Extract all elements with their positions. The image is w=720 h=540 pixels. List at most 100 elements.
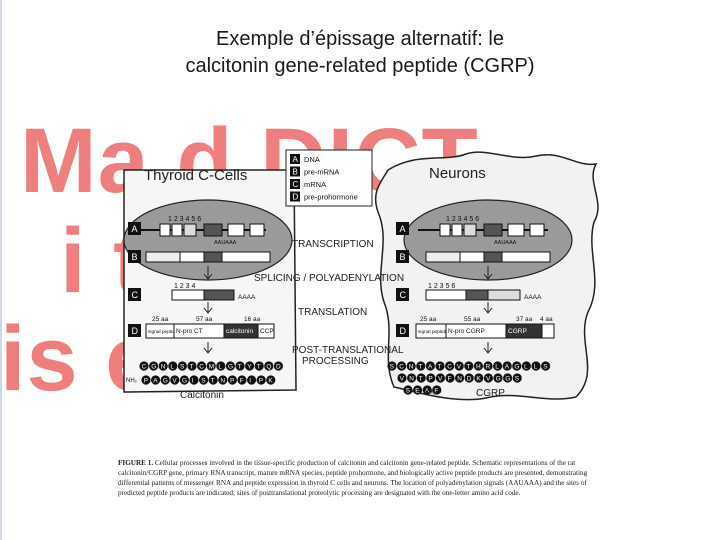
segment-size-label: 25 aa bbox=[420, 316, 437, 323]
amino-acid-letter: V bbox=[457, 364, 462, 371]
row-label-box bbox=[128, 222, 141, 235]
legend-label: pre-prohormone bbox=[304, 193, 358, 202]
step-translation: TRANSLATION bbox=[298, 307, 367, 318]
amino-acid-bead bbox=[502, 361, 512, 371]
right-exon-numbers: 1 2 3 4 5 6 bbox=[446, 216, 479, 223]
amino-acid-letter: K bbox=[476, 376, 481, 383]
amino-acid-bead bbox=[225, 361, 235, 371]
amino-acid-bead bbox=[218, 375, 228, 385]
amino-acid-bead bbox=[464, 373, 474, 383]
legend-label: pre-mRNA bbox=[304, 168, 339, 177]
legend-key: C bbox=[293, 180, 299, 189]
caption-text: Cellular processes involved in the tissu… bbox=[118, 459, 588, 497]
amino-acid-letter: D bbox=[467, 376, 472, 383]
row-label-box bbox=[128, 288, 141, 301]
left-product-label: Calcitonin bbox=[180, 390, 224, 401]
amino-acid-bead bbox=[199, 375, 209, 385]
amino-acid-letter: E bbox=[415, 388, 420, 395]
amino-acid-letter: T bbox=[190, 364, 194, 371]
amino-acid-bead bbox=[483, 361, 493, 371]
amino-acid-bead bbox=[397, 373, 407, 383]
prohormone-segment-label: calcitonin bbox=[226, 328, 253, 335]
amino-acid-bead bbox=[397, 361, 407, 371]
amino-acid-letter: N bbox=[409, 376, 414, 383]
amino-acid-letter: T bbox=[418, 364, 422, 371]
right-mrna bbox=[425, 289, 521, 301]
amino-acid-bead bbox=[139, 361, 149, 371]
amino-acid-letter: V bbox=[400, 376, 405, 383]
segment-size-label: 37 aa bbox=[516, 316, 533, 323]
segment-size-label: 55 aa bbox=[464, 316, 481, 323]
step-post-translational-2: PROCESSING bbox=[302, 356, 369, 367]
amino-acid-bead bbox=[216, 361, 226, 371]
amino-acid-letter: G bbox=[514, 364, 519, 371]
legend-key-box bbox=[290, 179, 300, 189]
amino-acid-letter: H bbox=[476, 364, 481, 371]
step-splicing: SPLICING / POLYADENYLATION bbox=[254, 273, 404, 284]
amino-acid-bead bbox=[208, 375, 218, 385]
amino-acid-letter: L bbox=[524, 364, 528, 371]
legend-key-box bbox=[290, 191, 300, 202]
legend-key-box bbox=[290, 154, 300, 164]
amino-acid-bead bbox=[416, 373, 426, 383]
row-label: D bbox=[132, 326, 139, 336]
amino-acid-bead bbox=[541, 361, 551, 371]
amino-acid-bead bbox=[445, 361, 455, 371]
amino-acid-bead bbox=[177, 361, 187, 371]
amino-acid-bead bbox=[170, 375, 180, 385]
amino-acid-letter: N bbox=[161, 364, 166, 371]
amino-acid-letter: P bbox=[144, 378, 148, 385]
legend-key-box bbox=[290, 166, 300, 177]
step-transcription: TRANSCRIPTION bbox=[292, 239, 374, 250]
row-label: B bbox=[132, 252, 138, 262]
amino-acid-bead bbox=[168, 361, 178, 371]
caption-lead: FIGURE 1. bbox=[118, 459, 154, 467]
amino-acid-letter: Y bbox=[247, 364, 252, 371]
amino-acid-letter: G bbox=[151, 364, 156, 371]
right-aaaa: AAAA bbox=[524, 294, 542, 301]
right-nh2: NH₂ bbox=[424, 390, 436, 396]
legend-key: D bbox=[293, 193, 299, 202]
amino-acid-bead bbox=[493, 373, 503, 383]
amino-acid-letter: L bbox=[170, 364, 174, 371]
amino-acid-bead bbox=[160, 375, 170, 385]
amino-acid-bead bbox=[247, 375, 257, 385]
amino-acid-bead bbox=[406, 361, 416, 371]
left-aauaaa: AAUAAA bbox=[214, 240, 237, 246]
amino-acid-bead bbox=[237, 375, 247, 385]
right-dna-gene bbox=[418, 223, 548, 237]
amino-acid-letter: S bbox=[515, 376, 520, 383]
amino-acid-letter: L bbox=[534, 364, 538, 371]
amino-acid-letter: F bbox=[448, 376, 452, 383]
prohormone-segment bbox=[257, 323, 275, 339]
left-aaaa: AAAA bbox=[238, 294, 256, 301]
amino-acid-bead bbox=[179, 375, 189, 385]
amino-acid-bead bbox=[264, 361, 274, 371]
amino-acid-bead bbox=[141, 375, 151, 385]
amino-acid-letter: A bbox=[425, 388, 430, 395]
amino-acid-letter: G bbox=[228, 364, 233, 371]
amino-acid-letter: V bbox=[486, 376, 491, 383]
amino-acid-bead bbox=[151, 375, 161, 385]
amino-acid-letter: D bbox=[276, 364, 281, 371]
amino-acid-letter: V bbox=[172, 378, 177, 385]
legend-label: DNA bbox=[304, 155, 320, 164]
amino-acid-bead bbox=[503, 373, 513, 383]
row-label-box bbox=[128, 250, 141, 263]
amino-acid-letter: F bbox=[434, 388, 438, 395]
amino-acid-bead bbox=[483, 373, 493, 383]
amino-acid-bead bbox=[473, 361, 483, 371]
row-label: A bbox=[132, 224, 138, 234]
row-label-box bbox=[396, 324, 409, 337]
slide-title-line-2: calcitonin gene-related peptide (CGRP) bbox=[185, 55, 535, 77]
amino-acid-letter: A bbox=[428, 364, 433, 371]
prohormone-segment-label: N-pro CT bbox=[176, 328, 203, 335]
amino-acid-bead bbox=[256, 375, 266, 385]
row-label: B bbox=[400, 252, 406, 262]
segment-size-label: 25 aa bbox=[152, 316, 169, 323]
amino-acid-letter: G bbox=[182, 378, 187, 385]
amino-acid-bead bbox=[235, 361, 245, 371]
amino-acid-bead bbox=[455, 373, 465, 383]
amino-acid-bead bbox=[426, 373, 436, 383]
amino-acid-bead bbox=[189, 375, 199, 385]
